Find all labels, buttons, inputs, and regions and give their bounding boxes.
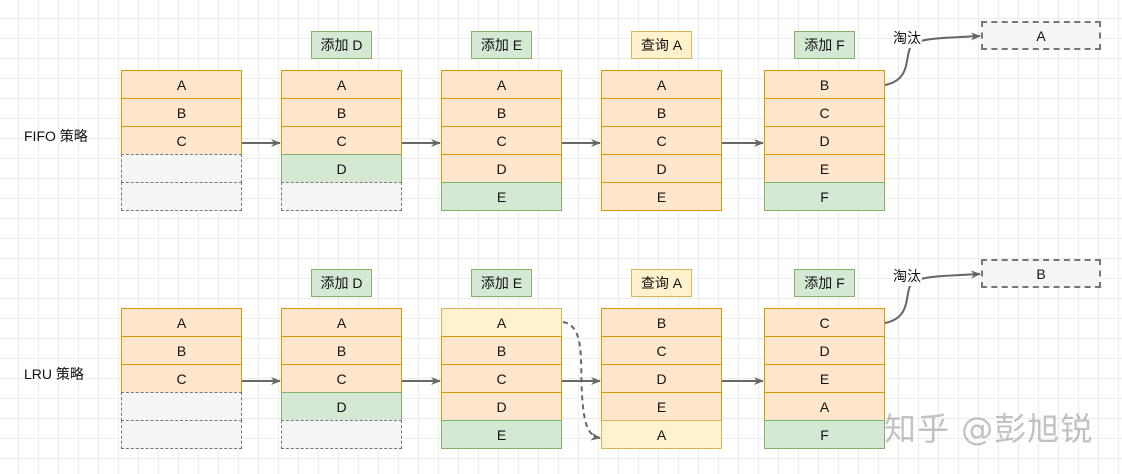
cache-cell: C — [281, 364, 402, 393]
cache-cell: D — [441, 154, 562, 183]
fifo-op-tag-query-a: 查询 A — [631, 31, 692, 59]
fifo-evicted-box: A — [981, 21, 1101, 50]
cache-cell: C — [441, 126, 562, 155]
cache-cell: E — [764, 364, 885, 393]
empty-cache-slot — [121, 420, 242, 449]
fifo-op-tag-add-e: 添加 E — [471, 31, 532, 59]
lru-evicted-box: B — [981, 259, 1101, 288]
lru-stack-step-4: C D E A F — [764, 308, 885, 449]
cache-cell-added: E — [441, 420, 562, 449]
cache-cell: A — [281, 70, 402, 99]
cache-cell: B — [121, 336, 242, 365]
lru-op-tag-add-e: 添加 E — [471, 269, 532, 297]
cache-cell: B — [281, 98, 402, 127]
fifo-stack-step-3: A B C D E — [601, 70, 722, 211]
cache-cell-added: F — [764, 420, 885, 449]
lru-op-tag-add-f: 添加 F — [794, 269, 855, 297]
cache-cell: B — [601, 98, 722, 127]
cache-cell-queried: A — [441, 308, 562, 337]
empty-cache-slot — [121, 182, 242, 211]
lru-op-tag-query-a: 查询 A — [631, 269, 692, 297]
lru-stack-step-3: B C D E A — [601, 308, 722, 449]
cache-cell: A — [121, 70, 242, 99]
lru-stack-step-2: A B C D E — [441, 308, 562, 449]
cache-cell: B — [441, 336, 562, 365]
fifo-evict-label: 淘汰 — [892, 28, 922, 48]
lru-evict-label: 淘汰 — [892, 266, 922, 286]
cache-cell: E — [601, 182, 722, 211]
cache-cell-added: D — [281, 392, 402, 421]
cache-cell: E — [601, 392, 722, 421]
cache-cell: B — [441, 98, 562, 127]
fifo-row-label: FIFO 策略 — [24, 128, 88, 144]
cache-cell: B — [601, 308, 722, 337]
cache-cell-queried: A — [601, 420, 722, 449]
fifo-stack-step-0: A B C — [121, 70, 242, 211]
cache-cell: A — [601, 70, 722, 99]
fifo-op-tag-add-d: 添加 D — [311, 31, 372, 59]
lru-move-a-arrow — [562, 321, 601, 441]
fifo-stack-step-1: A B C D — [281, 70, 402, 211]
cache-cell: C — [601, 126, 722, 155]
lru-stack-step-0: A B C — [121, 308, 242, 449]
cache-cell: B — [121, 98, 242, 127]
lru-row-label: LRU 策略 — [24, 366, 84, 382]
cache-cell: B — [281, 336, 402, 365]
lru-stack-step-1: A B C D — [281, 308, 402, 449]
cache-cell-added: D — [281, 154, 402, 183]
empty-cache-slot — [281, 182, 402, 211]
lru-op-tag-add-d: 添加 D — [311, 269, 372, 297]
cache-cell: A — [764, 392, 885, 421]
fifo-stack-step-4: B C D E F — [764, 70, 885, 211]
cache-cell-added: E — [441, 182, 562, 211]
cache-cell: C — [764, 308, 885, 337]
fifo-op-tag-add-f: 添加 F — [794, 31, 855, 59]
empty-cache-slot — [281, 420, 402, 449]
cache-cell-added: F — [764, 182, 885, 211]
fifo-stack-step-2: A B C D E — [441, 70, 562, 211]
cache-cell: C — [441, 364, 562, 393]
watermark: 知乎 @彭旭锐 — [884, 410, 1094, 448]
